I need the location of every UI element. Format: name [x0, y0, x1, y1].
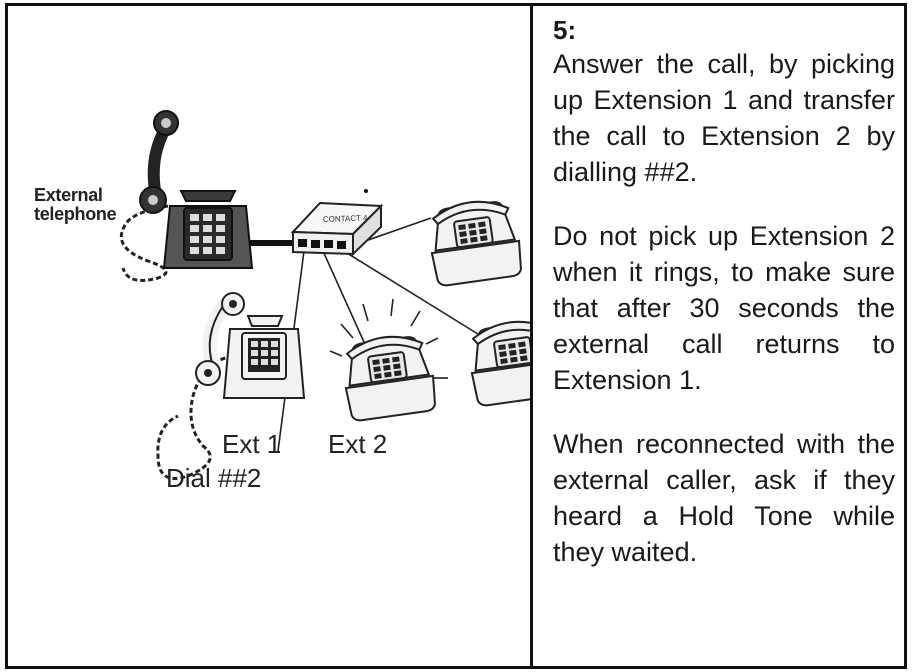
extension-phone-icon-right-top: [424, 195, 525, 288]
contact-unit-icon: CONTACT 4: [290, 189, 384, 257]
external-telephone-icon: [119, 110, 254, 282]
column-divider: [530, 3, 533, 669]
outer-frame: [5, 3, 907, 669]
diagram-drawing: CONTACT 4: [119, 110, 530, 480]
unit-label: CONTACT 4: [323, 213, 368, 224]
external-telephone-label: External telephone: [34, 185, 117, 224]
instruction-paragraph-3: When reconnected with the external calle…: [553, 429, 895, 567]
external-label-line1: External: [34, 185, 103, 205]
ext2-label: Ext 2: [328, 429, 388, 459]
extension-phone-icon-right-bottom: [464, 315, 530, 408]
instruction-paragraph-2: Do not pick up Extension 2 when it rings…: [553, 221, 895, 395]
ext1-dial-label: Dial ##2: [166, 463, 262, 493]
external-label-line2: telephone: [34, 204, 117, 224]
step-number: 5:: [553, 15, 577, 45]
ringing-marks-icon: [329, 298, 448, 379]
ext1-phone-icon: [156, 292, 306, 480]
phone-system-diagram: CONTACT 4: [8, 6, 530, 666]
ext1-label: Ext 1: [222, 429, 282, 459]
instructions-column: 5: Answer the call, by picking up Extens…: [553, 6, 895, 570]
instruction-paragraph-1: Answer the call, by picking up Extension…: [553, 49, 895, 187]
ext2-phone-icon: [338, 330, 439, 423]
